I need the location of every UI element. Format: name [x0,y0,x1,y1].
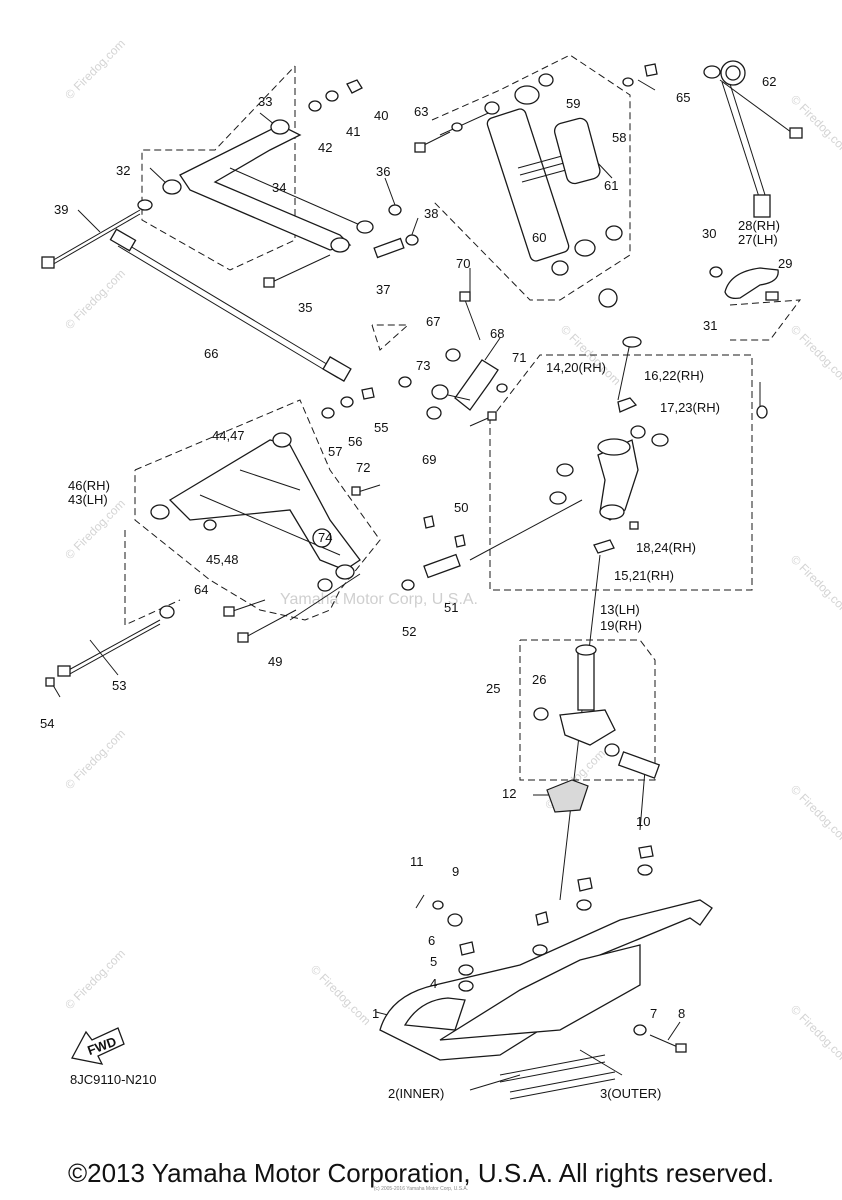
callout: 56 [348,434,362,449]
lower-a-arm [45,387,466,687]
fine-print: (c) 2005-2016 Yamaha Motor Corp, U.S.A. [373,1186,469,1192]
callout: 50 [454,500,468,515]
copyright-notice: ©2013 Yamaha Motor Corporation, U.S.A. A… [67,1158,775,1188]
callout: 25 [486,681,500,696]
watermark: © Firedog.com [788,782,842,848]
callout: 70 [456,256,470,271]
callout: 35 [298,300,312,315]
callout: 11 [410,854,424,869]
watermark: © Firedog.com [788,322,842,388]
ski [379,845,713,1100]
callout: 32 [116,163,130,178]
callout: 71 [512,350,526,365]
callout: 18,24(RH) [636,540,696,555]
watermark: © Firedog.com [788,1002,842,1068]
callout: 51 [444,600,458,615]
callout: 52 [402,624,416,639]
watermark-center: Yamaha Motor Corp, U.S.A. [280,591,478,608]
callout: 28(RH) [738,218,780,233]
callout-labels: 1 2(INNER) 3(OUTER) 4 5 6 7 8 9 10 11 12… [40,74,792,1101]
callout: 54 [40,716,54,731]
callout: 74 [318,530,332,545]
callout: 3(OUTER) [600,1086,661,1101]
spindle-knuckle [549,397,768,554]
callout: 55 [374,420,388,435]
callout: 42 [318,140,332,155]
callout: 9 [452,864,459,879]
watermark: © Firedog.com [788,552,842,618]
callout: 34 [272,180,286,195]
watermark: © Firedog.com [62,36,128,102]
callout: 6 [428,933,435,948]
callout: 44,47 [212,428,245,443]
callout: 37 [376,282,390,297]
callout: 45,48 [206,552,239,567]
callout: 67 [426,314,440,329]
callout: 19(RH) [600,618,642,633]
watermark: © Firedog.com [788,92,842,158]
callout: 30 [702,226,716,241]
watermark: © Firedog.com [62,946,128,1012]
callout: 13(LH) [600,602,640,617]
callout: 39 [54,202,68,217]
callout: 41 [346,124,360,139]
callout: 7 [650,1006,657,1021]
callout: 49 [268,654,282,669]
callout: 62 [762,74,776,89]
callout: 4 [430,976,437,991]
callout: 46(RH) [68,478,110,493]
callout: 26 [532,672,546,687]
fwd-arrow-icon: FWD [71,1027,125,1065]
callout: 36 [376,164,390,179]
callout: 40 [374,108,388,123]
callout: 29 [778,256,792,271]
watermark: © Firedog.com [62,266,128,332]
callout: 66 [204,346,218,361]
callout: 64 [194,582,208,597]
callout: 73 [416,358,430,373]
diagram-code: 8JC9110-N210 [70,1072,157,1087]
callout: 61 [604,178,618,193]
callout: 69 [422,452,436,467]
callout: 12 [502,786,516,801]
sensor-assembly [703,60,803,218]
shock-absorber [414,63,658,276]
callout: 53 [112,678,126,693]
callout: 72 [356,460,370,475]
callout: 60 [532,230,546,245]
callout: 57 [328,444,342,459]
callout: 1 [372,1006,379,1021]
watermark: © Firedog.com [308,962,374,1028]
callout: 63 [414,104,428,119]
callout: 8 [678,1006,685,1021]
callout: 65 [676,90,690,105]
callout: 68 [490,326,504,341]
callout: 5 [430,954,437,969]
callout: 15,21(RH) [614,568,674,583]
steering-link [622,266,779,348]
callout: 14,20(RH) [546,360,606,375]
callout: 38 [424,206,438,221]
reference-marker-a [312,288,618,548]
upper-a-arm [41,79,419,288]
callout: 2(INNER) [388,1086,444,1101]
steering-shaft [533,644,661,813]
callout: 43(LH) [68,492,108,507]
callout: 33 [258,94,272,109]
callout: 17,23(RH) [660,400,720,415]
callout: 31 [703,318,717,333]
callout: 10 [636,814,650,829]
tie-rod [109,228,352,382]
callout: 59 [566,96,580,111]
bracket-assembly [398,291,508,427]
watermark: © Firedog.com [62,726,128,792]
callout: 16,22(RH) [644,368,704,383]
callout: 58 [612,130,626,145]
callout: 27(LH) [738,232,778,247]
